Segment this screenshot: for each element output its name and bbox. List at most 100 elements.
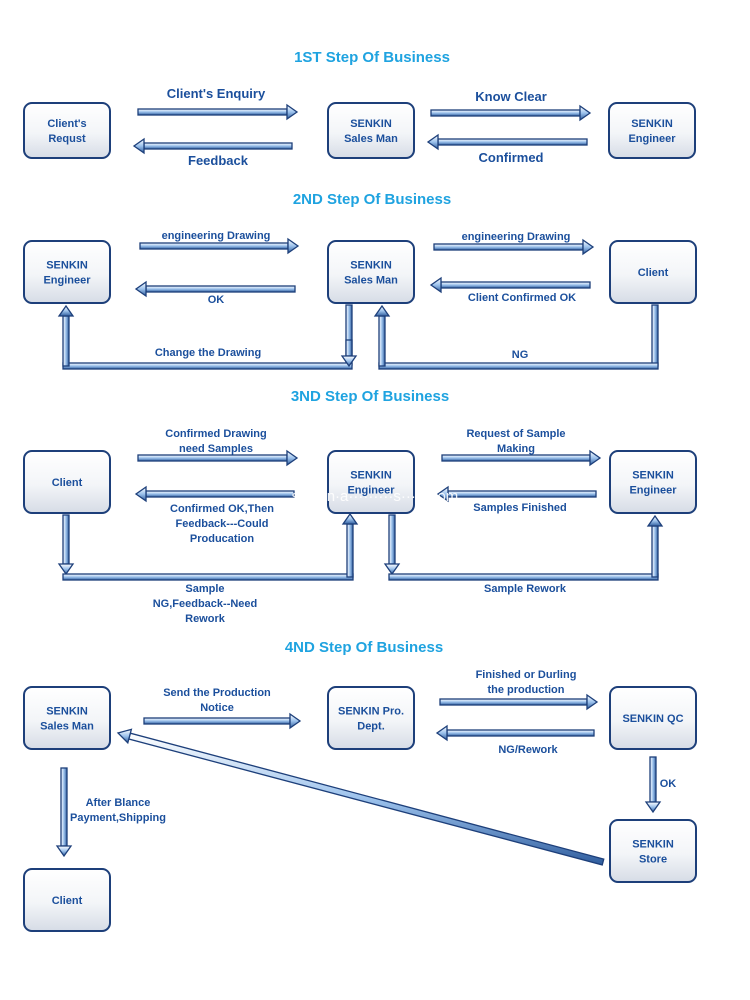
edge-label-s3-sample-rework: Sample Rework <box>484 583 567 595</box>
box-label: SENKIN <box>350 470 392 482</box>
loop-s3-ng-bottom <box>62 573 354 581</box>
arrow-s2-drawing-left <box>139 237 300 255</box>
loop-s3-rework-bottom <box>388 573 659 581</box>
box-label: Client <box>52 477 83 489</box>
box-label: Dept. <box>357 721 385 733</box>
arrow-shaft <box>139 242 289 250</box>
arrow-s4-after-balance <box>55 767 73 858</box>
arrow-shaft <box>137 108 288 116</box>
arrow-head <box>426 133 439 151</box>
box-frame <box>23 450 111 514</box>
arrow-shaft <box>433 243 584 251</box>
edge-label-line: Confirmed Drawing <box>165 428 266 440</box>
arrow-shaft <box>649 756 657 803</box>
arrow-head <box>582 238 595 256</box>
arrow-s3-request-sample <box>441 449 602 467</box>
section-title-2: 2ND Step Of Business <box>293 191 451 208</box>
box-frame <box>327 686 415 750</box>
box-label: SENKIN QC <box>622 713 683 725</box>
edge-label-line: need Samples <box>179 443 253 455</box>
arrow-head <box>134 280 147 298</box>
edge-label-line: Making <box>497 443 535 455</box>
arrow-head <box>644 801 662 814</box>
box-label: SENKIN Pro. <box>338 706 404 718</box>
box-s2-client: Client <box>609 240 697 304</box>
edge-label-s4-ok: OK <box>660 778 677 790</box>
arrow-s4-store-to-sales <box>116 728 605 866</box>
arrow-s2-change-down-head <box>340 339 358 368</box>
box-frame <box>609 240 697 304</box>
arrow-s1-feedback <box>132 137 293 155</box>
arrow-s3-confirmed-ok <box>134 485 295 503</box>
box-label: SENKIN <box>350 118 392 130</box>
box-s3-client: Client <box>23 450 111 514</box>
arrow-s1-know-clear <box>430 104 592 122</box>
box-s4-sales-man: SENKIN Sales Man <box>23 686 111 750</box>
arrow-shaft <box>62 315 70 367</box>
arrow-shaft <box>62 514 70 565</box>
edge-label-line: Client's Enquiry <box>167 86 266 101</box>
arrow-s4-finished <box>439 693 599 711</box>
arrow-shaft <box>145 285 296 293</box>
arrow-shaft <box>346 523 354 578</box>
section-title-1: 1ST Step Of Business <box>294 49 450 66</box>
arrow-shaft <box>388 514 396 565</box>
edge-label-line: Producation <box>190 533 254 545</box>
arrow-shaft <box>60 767 68 847</box>
edge-label-line: After Blance <box>86 797 151 809</box>
box-frame <box>327 102 415 159</box>
box-frame <box>23 240 111 304</box>
box-label: Sales Man <box>344 275 398 287</box>
box-label: Client <box>638 267 669 279</box>
arrow-head <box>340 355 358 368</box>
edge-label-s1-enquiry: Client's Enquiry <box>167 86 266 101</box>
box-frame <box>23 686 111 750</box>
arrow-s4-ok <box>644 756 662 814</box>
arrow-head <box>116 728 133 745</box>
arrow-head <box>57 304 75 317</box>
box-label: SENKIN <box>46 706 88 718</box>
arrow-shaft <box>651 525 659 578</box>
loop-s2-ng-bottom <box>378 362 659 370</box>
box-label: Client <box>52 895 83 907</box>
loop-s2-ng-down <box>651 304 659 367</box>
arrow-shaft <box>430 109 581 117</box>
edge-label-s3-samples-finished: Samples Finished <box>473 502 567 514</box>
arrow-s2-change-up <box>57 304 75 367</box>
box-frame <box>327 240 415 304</box>
box-label: Engineer <box>43 275 91 287</box>
arrow-s3-client-down <box>57 514 75 576</box>
box-s4-pro-dept: SENKIN Pro. Dept. <box>327 686 415 750</box>
arrow-shaft <box>145 490 295 498</box>
edge-label-s2-change-drawing: Change the Drawing <box>155 347 261 359</box>
arrow-shaft <box>137 454 288 462</box>
arrow-shaft <box>447 490 597 498</box>
arrow-head <box>579 104 592 122</box>
edge-label-s1-confirmed: Confirmed <box>479 150 544 165</box>
box-frame <box>23 868 111 932</box>
arrow-s2-ok <box>134 280 296 298</box>
section-title-3: 3ND Step Of Business <box>291 388 449 405</box>
box-label: SENKIN <box>350 260 392 272</box>
edge-label-s3-confirmed-drawing: Confirmed Drawing need Samples <box>165 428 266 455</box>
arrow-shaft <box>345 339 353 357</box>
arrows-layer <box>55 103 664 866</box>
arrow-s1-enquiry <box>137 103 299 121</box>
edge-label-s4-ng-rework: NG/Rework <box>498 744 558 756</box>
box-label: Engineer <box>628 133 676 145</box>
edge-label-line: Payment,Shipping <box>70 812 166 824</box>
arrow-s4-ng-rework <box>435 724 595 742</box>
arrow-s3-rework-up <box>646 514 664 578</box>
arrow-shaft <box>440 281 591 289</box>
arrow-head <box>429 276 442 294</box>
arrow-shaft <box>378 315 386 367</box>
edge-label-line: Confirmed <box>479 150 544 165</box>
box-label: Sales Man <box>40 721 94 733</box>
box-s4-client: Client <box>23 868 111 932</box>
arrow-head <box>589 449 602 467</box>
edge-label-line: Know Clear <box>475 89 547 104</box>
